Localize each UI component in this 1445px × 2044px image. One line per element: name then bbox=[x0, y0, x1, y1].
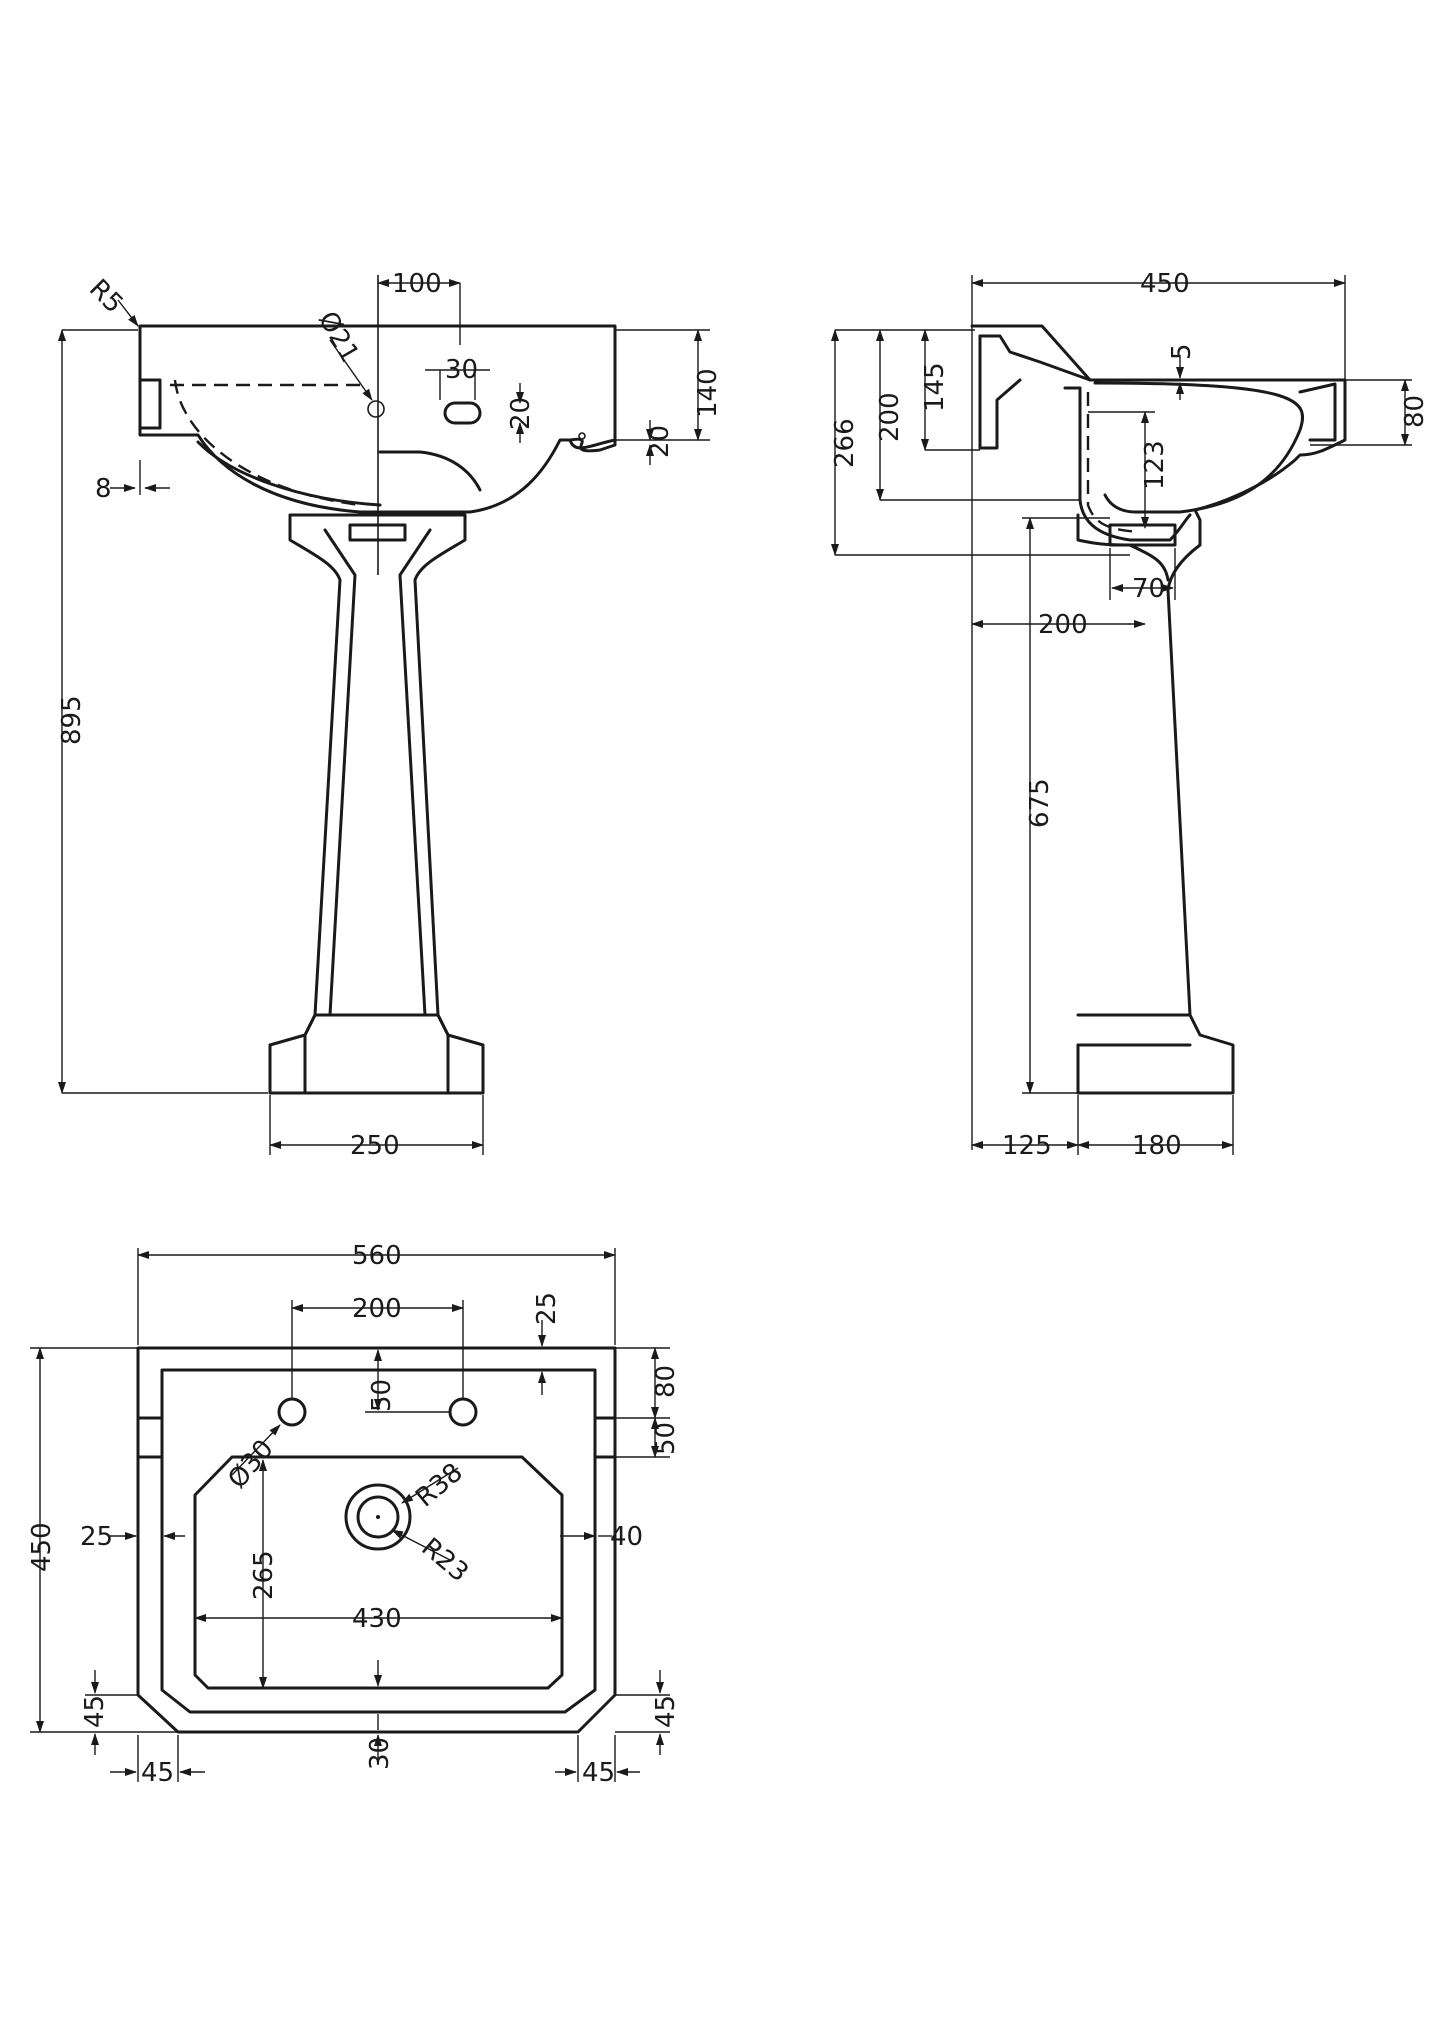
label-pedestal-base-width: 250 bbox=[350, 1131, 400, 1161]
label-waste-width: 70 bbox=[1132, 574, 1165, 604]
label-tap-hole-row: 50 bbox=[367, 1379, 397, 1412]
label-front-margin: 30 bbox=[365, 1737, 395, 1770]
label-left-margin: 25 bbox=[80, 1522, 113, 1552]
front-view: R5 100 Ø21 30 20 20 140 8 895 250 bbox=[57, 269, 723, 1161]
label-rim-step: 5 bbox=[1167, 343, 1197, 360]
label-waste-outer-radius: R38 bbox=[410, 1457, 468, 1513]
label-chamfer-left-vertical: 45 bbox=[80, 1695, 110, 1728]
side-dimensions bbox=[831, 275, 1412, 1155]
label-chamfer-left-horizontal: 45 bbox=[141, 1758, 174, 1788]
label-plan-overall-width: 560 bbox=[352, 1241, 402, 1271]
label-rim-thickness: 8 bbox=[95, 474, 112, 504]
label-overflow-width: 30 bbox=[445, 355, 478, 385]
side-view: 450 5 266 200 145 80 123 70 200 675 125 … bbox=[830, 269, 1430, 1161]
label-waste-inner-radius: R23 bbox=[416, 1532, 474, 1588]
label-tap-hole-diameter: Ø30 bbox=[222, 1434, 279, 1494]
label-plan-overall-depth: 450 bbox=[27, 1522, 57, 1572]
label-bowl-offset: 50 bbox=[651, 1422, 681, 1455]
front-pedestal bbox=[268, 275, 485, 1095]
label-radius-corner: R5 bbox=[83, 274, 129, 320]
front-dimensions bbox=[58, 279, 710, 1155]
tap-hole-right bbox=[448, 1397, 478, 1427]
waste-inner bbox=[356, 1495, 400, 1539]
front-basin-outline bbox=[138, 324, 617, 514]
label-right-margin: 40 bbox=[610, 1522, 643, 1552]
label-back-height: 145 bbox=[920, 362, 950, 412]
label-chamfer-right-horizontal: 45 bbox=[582, 1758, 615, 1788]
label-waste-from-wall: 200 bbox=[1038, 610, 1088, 640]
label-front-lip-height: 80 bbox=[1400, 395, 1430, 428]
plan-view: 560 200 25 50 80 50 Ø30 R38 R23 450 25 4… bbox=[27, 1241, 681, 1788]
label-bowl-width: 430 bbox=[352, 1604, 402, 1634]
label-waste-height: 123 bbox=[1140, 440, 1170, 490]
label-back-margin: 25 bbox=[532, 1292, 562, 1325]
label-pedestal-base-depth: 180 bbox=[1132, 1131, 1182, 1161]
label-tap-hole-offset: 100 bbox=[392, 269, 442, 299]
side-pedestal bbox=[1076, 1013, 1192, 1095]
label-overall-height: 895 bbox=[57, 695, 87, 745]
label-overflow-height: 20 bbox=[506, 397, 536, 430]
label-overall-bowl-height: 266 bbox=[830, 418, 860, 468]
waste-outer bbox=[344, 1483, 412, 1551]
plan-dimensions bbox=[30, 1248, 670, 1782]
label-rim-to-overflow: 20 bbox=[645, 425, 675, 458]
label-rim-height: 140 bbox=[693, 368, 723, 418]
tap-hole-left bbox=[277, 1397, 307, 1427]
label-tap-centres: 200 bbox=[352, 1294, 402, 1324]
label-overflow-diameter: Ø21 bbox=[312, 307, 365, 368]
label-overall-depth: 450 bbox=[1140, 269, 1190, 299]
label-bowl-depth: 265 bbox=[249, 1550, 279, 1600]
label-pedestal-setback: 125 bbox=[1002, 1131, 1052, 1161]
label-inner-bowl-height: 200 bbox=[875, 392, 905, 442]
label-back-to-bowl: 80 bbox=[651, 1365, 681, 1398]
label-chamfer-right-vertical: 45 bbox=[651, 1695, 681, 1728]
label-waste-outlet-height: 675 bbox=[1025, 778, 1055, 828]
